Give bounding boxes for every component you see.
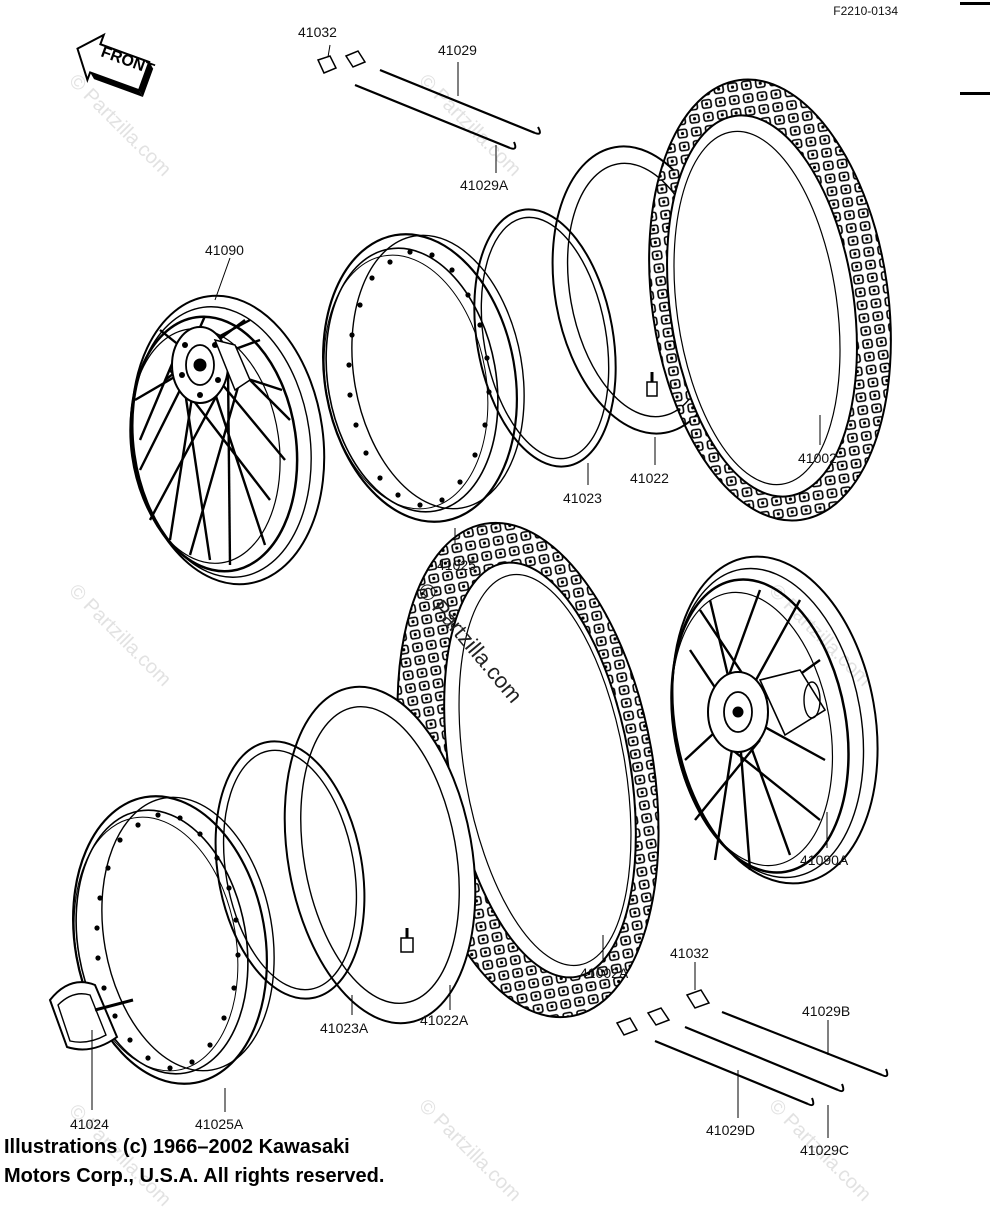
part-label-41002: 41002 — [798, 450, 837, 466]
tube-41022A — [283, 685, 477, 1025]
part-label-41029D: 41029D — [706, 1122, 756, 1138]
part-label-41029B: 41029B — [802, 1003, 851, 1019]
part-label-41090: 41090 — [205, 242, 244, 258]
part-label-41029A: 41029A — [460, 177, 509, 193]
spoke-41029 — [354, 62, 541, 173]
copyright-notice: Illustrations (c) 1966–2002 Kawasaki Mot… — [4, 1133, 384, 1191]
rim-band-41023A — [214, 740, 366, 1015]
copyright-line-2: Motors Corp., U.S.A. All rights reserved… — [4, 1165, 385, 1187]
part-label-41022A: 41022A — [420, 1012, 469, 1028]
front-tire-41002 — [648, 78, 892, 522]
edge-mark — [960, 92, 990, 95]
part-label-41025: 41025 — [437, 557, 476, 573]
front-wheel-41090 — [129, 257, 326, 586]
spokes-41029BCD — [654, 1010, 889, 1138]
part-label-41002A: 41002A — [580, 965, 629, 981]
rim-band-41023 — [473, 208, 617, 485]
part-label-41025A: 41025A — [195, 1116, 244, 1132]
front-rim-41025 — [322, 233, 525, 553]
part-label-41090A: 41090A — [800, 852, 849, 868]
part-label-41029: 41029 — [438, 42, 477, 58]
part-label-41023: 41023 — [563, 490, 602, 506]
rim-lock-41024 — [48, 981, 134, 1110]
spoke-nipple-41032-bottom — [615, 962, 711, 1036]
rear-rim-41025A — [72, 795, 275, 1112]
part-label-41022: 41022 — [630, 470, 669, 486]
spoke-nipple-41032-top — [316, 44, 367, 74]
front-arrow-icon — [76, 32, 154, 97]
diagram-code: F2210-0134 — [833, 4, 898, 18]
part-label-41023A: 41023A — [320, 1020, 369, 1036]
edge-mark — [960, 2, 990, 5]
rear-wheel-41090A — [670, 555, 879, 885]
part-label-41032-top: 41032 — [298, 24, 337, 40]
copyright-line-1: Illustrations (c) 1966–2002 Kawasaki — [4, 1136, 350, 1158]
part-label-41029C: 41029C — [800, 1142, 850, 1158]
part-label-41032-bottom: 41032 — [670, 945, 709, 961]
part-label-41024: 41024 — [70, 1116, 109, 1132]
